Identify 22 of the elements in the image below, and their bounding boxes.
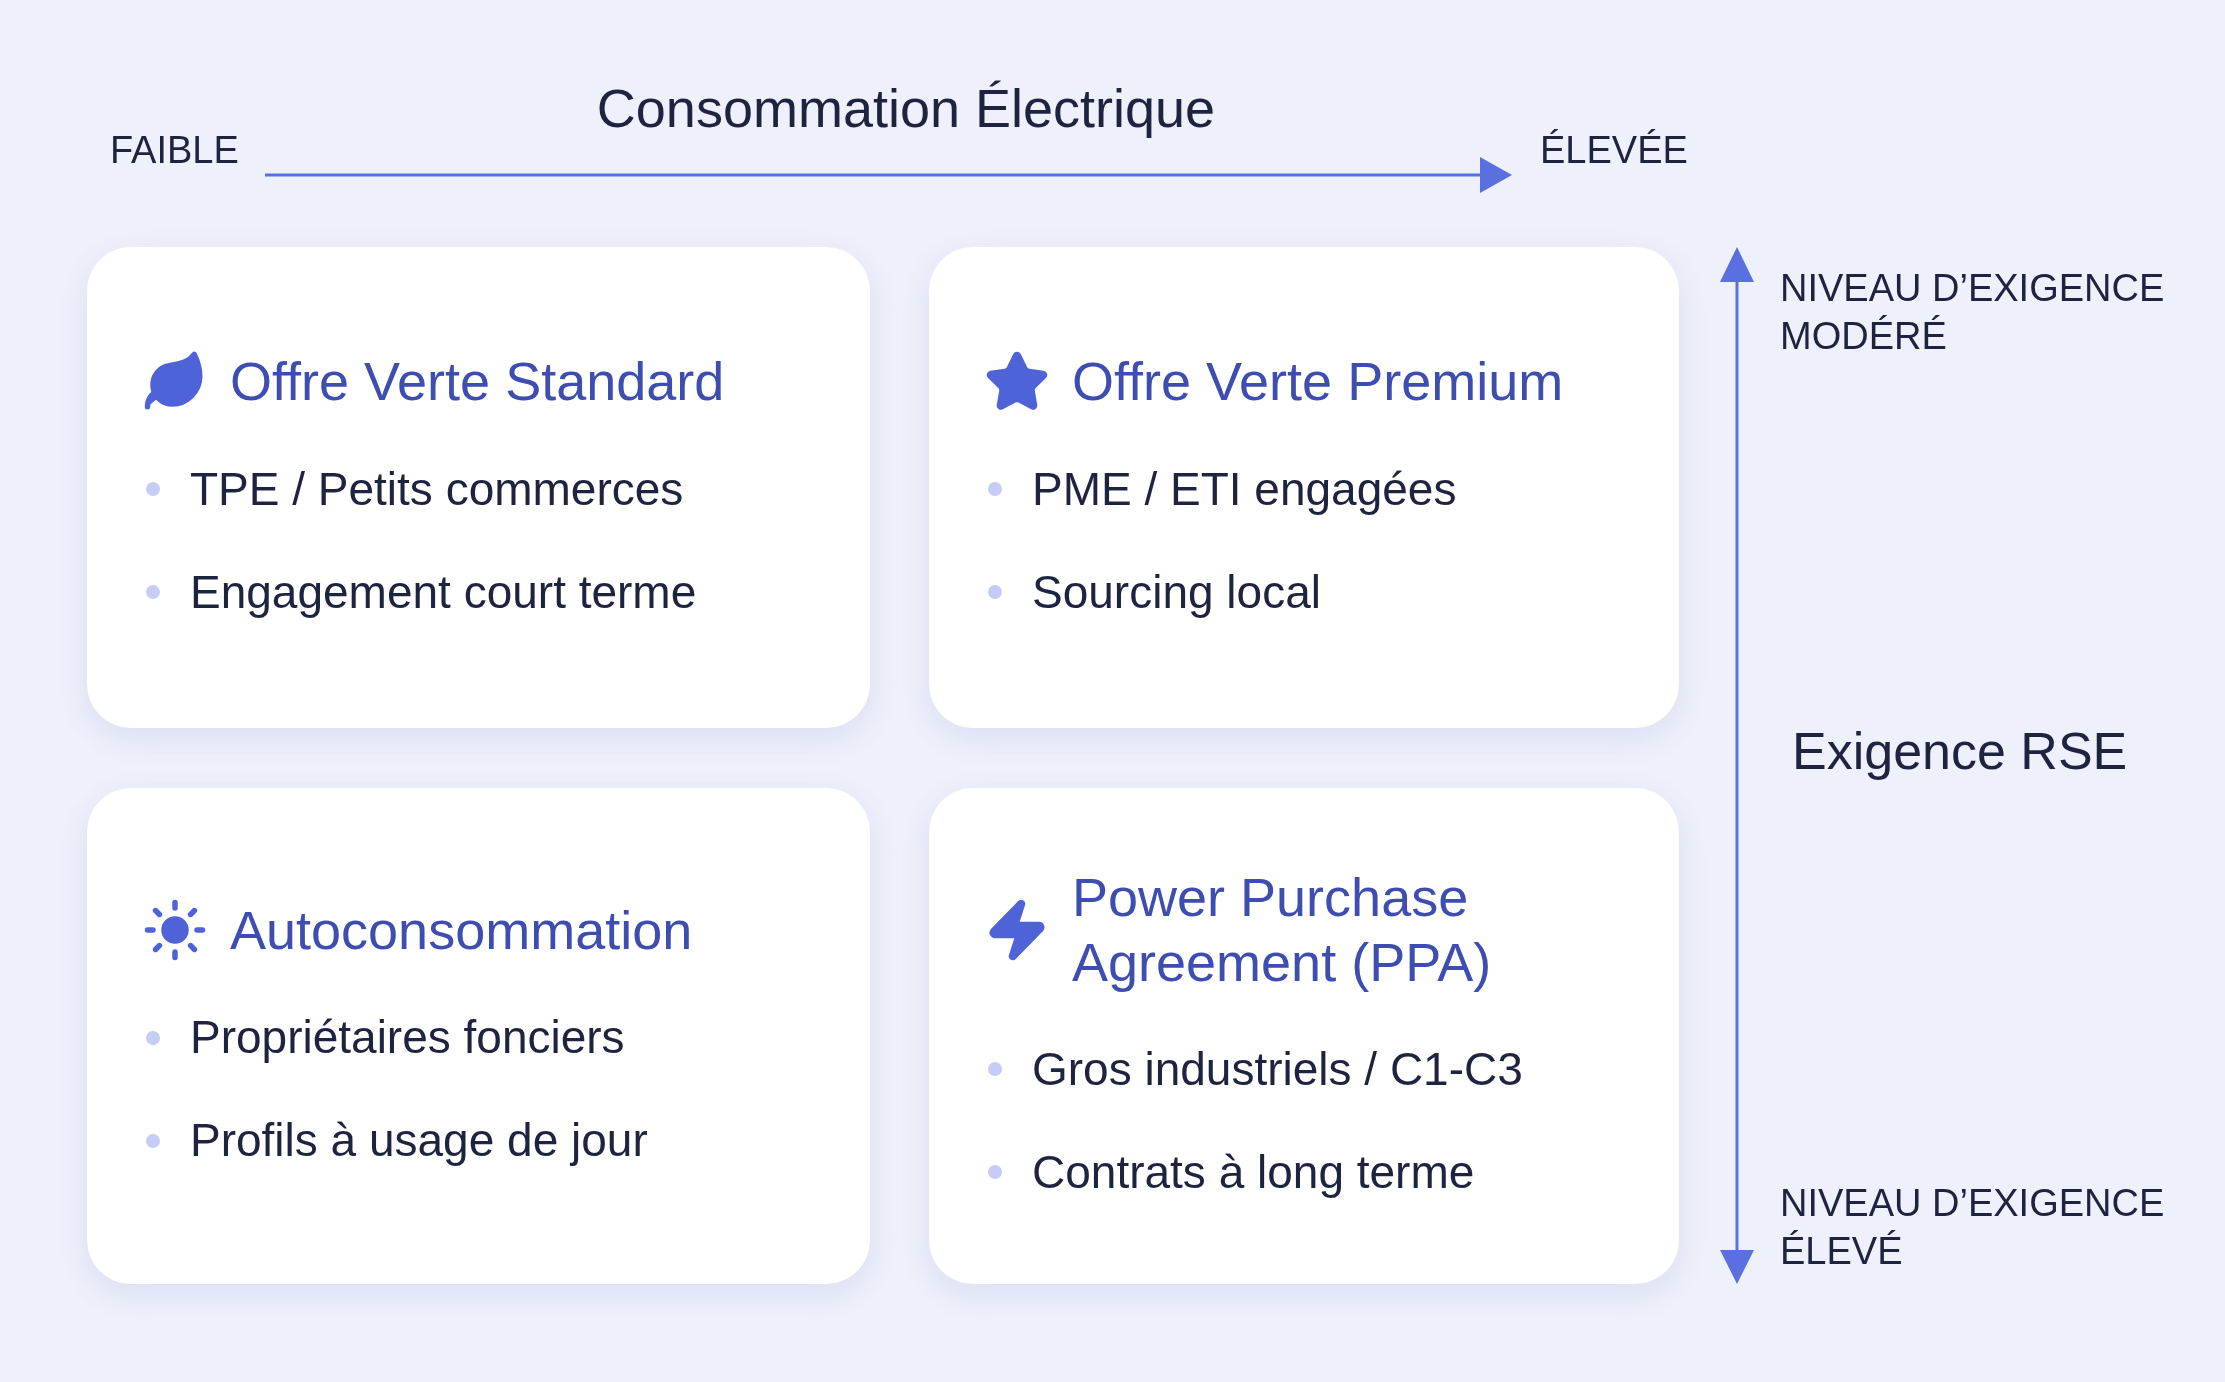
- segment-card: [929, 788, 1679, 1284]
- bullet-text: Sourcing local: [1032, 564, 1321, 620]
- axis-label: FAIBLE: [110, 127, 239, 173]
- bullet-text: PME / ETI engagées: [1032, 461, 1457, 517]
- axis-label: ÉLEVÉE: [1540, 127, 1688, 173]
- segment-card: [87, 788, 870, 1284]
- card-heading: Autoconsommation: [230, 898, 693, 962]
- bullet-text: Propriétaires fonciers: [190, 1010, 625, 1065]
- card-heading: Offre Verte Standard: [230, 350, 725, 414]
- bullet-text: Contrats à long terme: [1032, 1144, 1475, 1200]
- bullet-text: Engagement court terme: [190, 564, 697, 620]
- bullet-text: TPE / Petits commerces: [190, 461, 684, 517]
- axis-label: Exigence RSE: [1792, 721, 2128, 782]
- card-heading: Power Purchase Agreement (PPA): [1072, 866, 1493, 994]
- axis-label: NIVEAU D’EXIGENCE MODÉRÉ: [1780, 266, 2166, 359]
- card-heading: Offre Verte Premium: [1072, 350, 1564, 414]
- bullet-text: Gros industriels / C1-C3: [1032, 1041, 1523, 1097]
- segment-card: [929, 247, 1679, 728]
- axis-label: NIVEAU D’EXIGENCE ÉLEVÉ: [1780, 1181, 2166, 1274]
- title: Consommation Électrique: [595, 77, 1217, 140]
- segment-card: [87, 247, 870, 728]
- bullet-text: Profils à usage de jour: [190, 1113, 648, 1168]
